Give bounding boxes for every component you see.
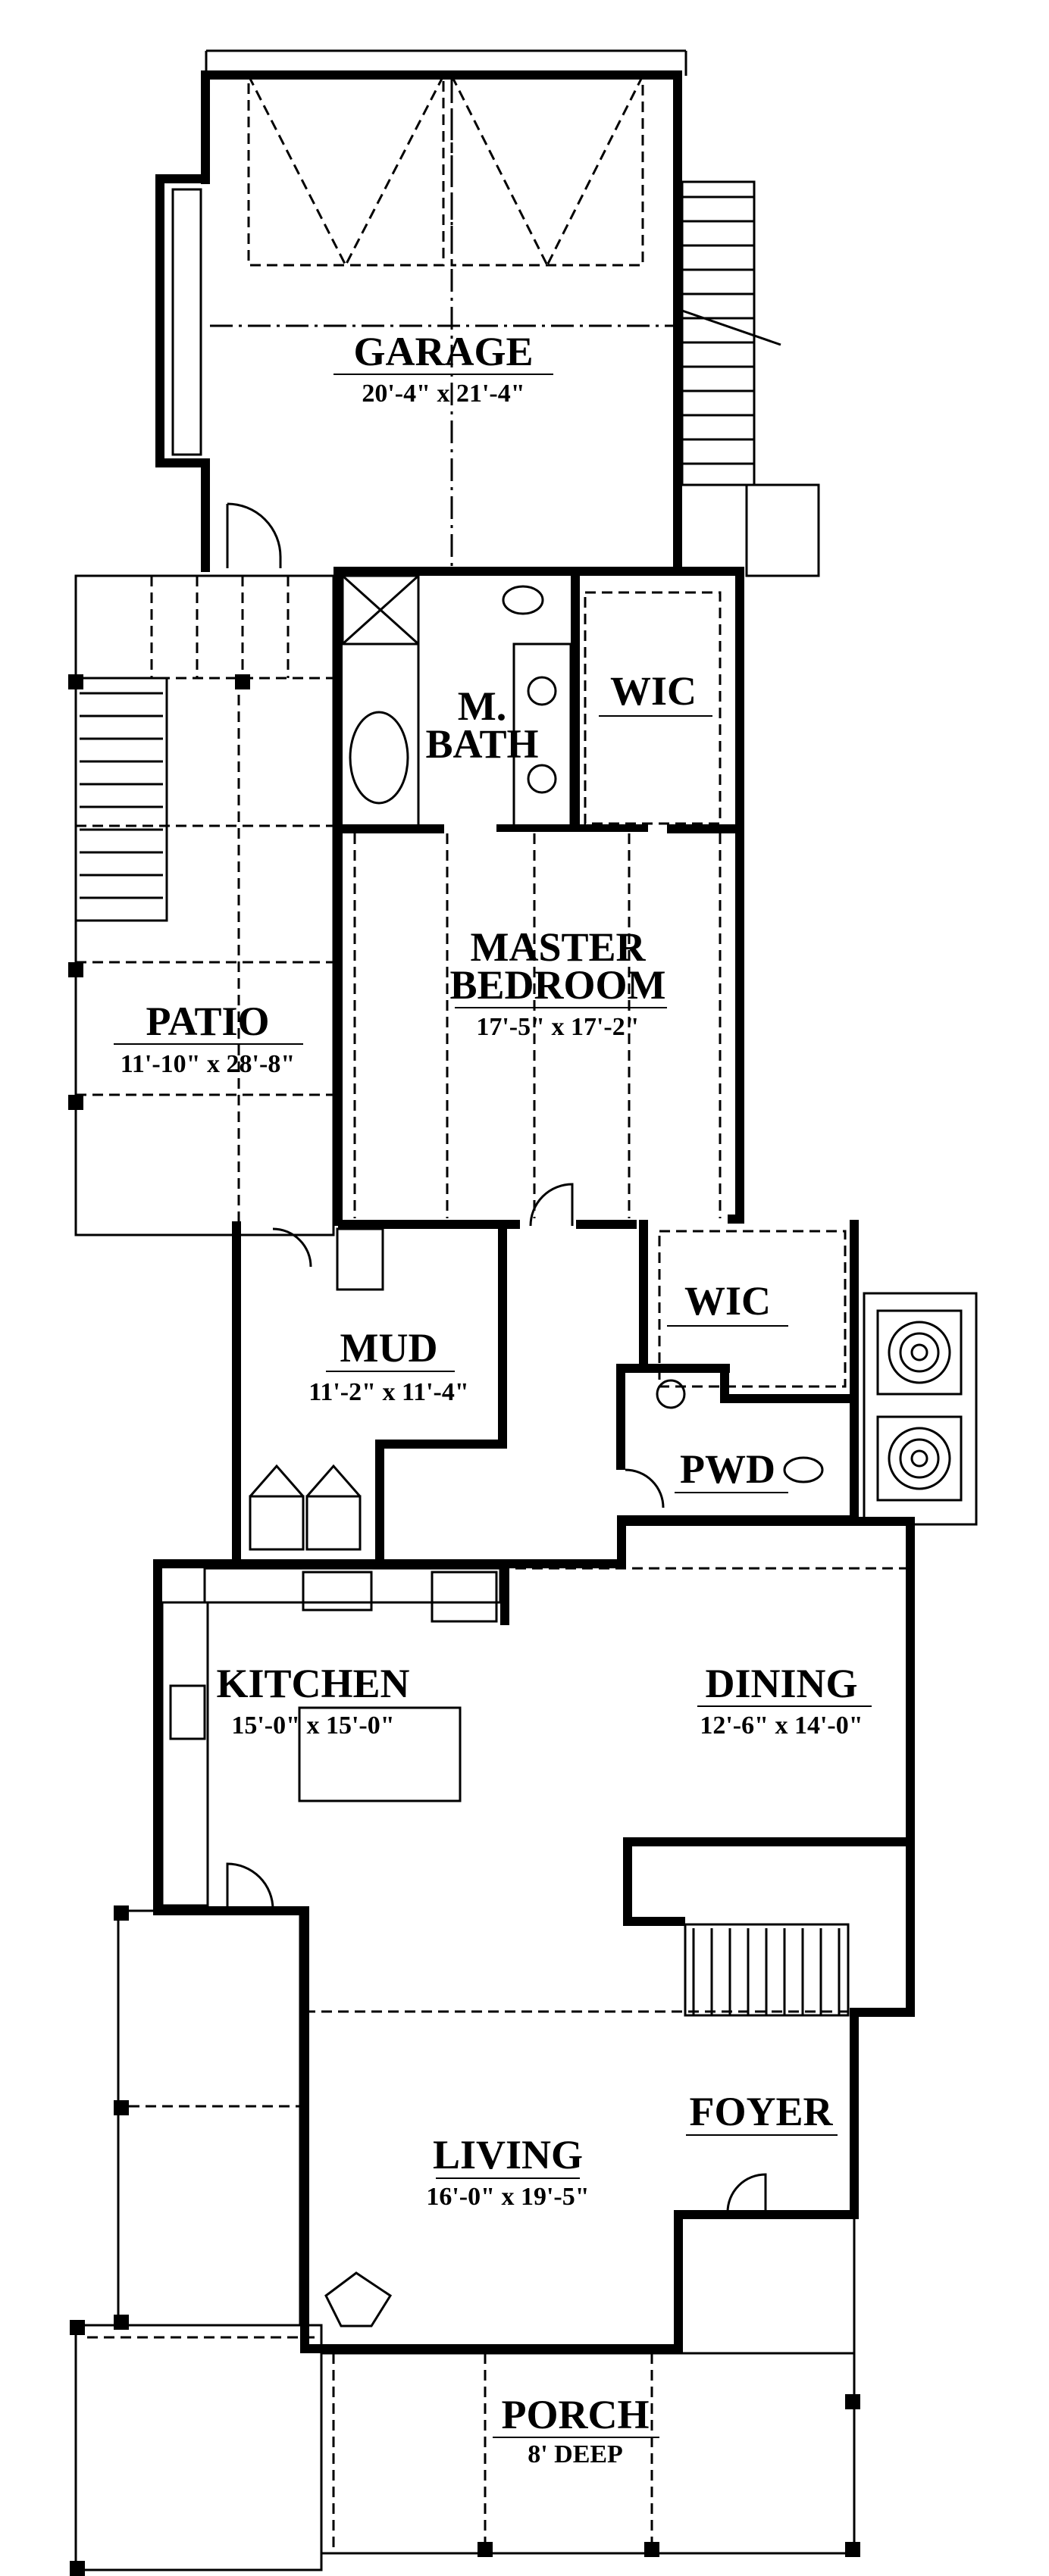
- mud-dims: 11'-2" x 11'-4": [308, 1378, 469, 1406]
- living-label: LIVING: [433, 2132, 583, 2177]
- patio-label: PATIO: [146, 999, 269, 1044]
- patio-dims: 11'-10" x 28'-8": [121, 1050, 295, 1078]
- stair-treads: [682, 195, 754, 465]
- master-bath-label-1: M.: [458, 683, 506, 729]
- living-foyer: LIVING 16'-0" x 19'-5" FOYER: [300, 1906, 915, 2353]
- porch-label: PORCH: [502, 2392, 650, 2437]
- garage-dims: 20'-4" x 21'-4": [362, 380, 524, 408]
- ac-unit-icon: [876, 1309, 963, 1396]
- wic-master-label: WIC: [610, 668, 697, 714]
- dining-dims: 12'-6" x 14'-0": [700, 1712, 863, 1740]
- foyer-label: FOYER: [690, 2089, 834, 2134]
- side-deck: [70, 1905, 323, 2576]
- garage-label: GARAGE: [353, 329, 533, 374]
- stair-treads: [80, 692, 163, 922]
- wic-2-label: WIC: [684, 1278, 771, 1324]
- stair-treads: [692, 1928, 841, 2015]
- master-suite: WIC M. BATH MASTER BEDROOM 17'-5" x 17'-…: [333, 567, 744, 1229]
- garage: GARAGE 20'-4" x 21'-4": [155, 49, 687, 575]
- patio: PATIO 11'-10" x 28'-8": [68, 574, 335, 1236]
- porch-dims: 8' DEEP: [528, 2440, 623, 2468]
- master-bedroom-label-1: MASTER: [470, 924, 646, 970]
- living-dims: 16'-0" x 19'-5": [426, 2183, 589, 2211]
- mud-label: MUD: [340, 1325, 438, 1371]
- garage-side-stairs: [681, 180, 820, 577]
- kitchen-dining: KITCHEN 15'-0" x 15'-0" DINING 12'-6" x …: [153, 1517, 915, 2017]
- powder-room-label: PWD: [680, 1446, 775, 1492]
- master-bedroom-label-2: BEDROOM: [449, 962, 665, 1008]
- master-bedroom-dims: 17'-5" x 17'-2": [476, 1013, 639, 1041]
- ac-unit-icon: [876, 1415, 963, 1502]
- kitchen-dims: 15'-0" x 15'-0": [231, 1712, 394, 1740]
- master-bath-label-2: BATH: [425, 721, 538, 767]
- mud-area: MUD 11'-2" x 11'-4" WIC PWD: [232, 1220, 978, 1568]
- kitchen-label: KITCHEN: [216, 1661, 409, 1706]
- porch: PORCH 8' DEEP: [320, 2219, 860, 2557]
- dining-label: DINING: [705, 1661, 857, 1706]
